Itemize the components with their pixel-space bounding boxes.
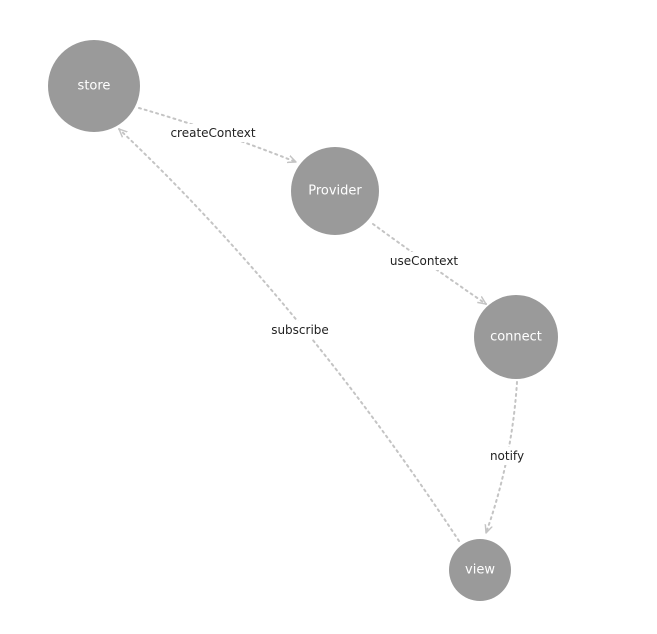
node-provider[interactable]: Provider — [291, 147, 379, 235]
edge-create-context — [138, 107, 297, 162]
edge-label-subscribe: subscribe — [271, 323, 329, 337]
node-provider-label: Provider — [308, 184, 362, 199]
node-store[interactable]: store — [48, 40, 140, 132]
create-context-label-bg — [166, 124, 260, 142]
node-view-label: view — [465, 563, 495, 578]
edge-subscribe — [118, 128, 460, 542]
node-store-circle[interactable] — [48, 40, 140, 132]
node-store-label: store — [78, 79, 111, 94]
edge-label-use-context: useContext — [390, 254, 459, 268]
node-view[interactable]: view — [449, 539, 511, 601]
edge-labels: createContext useContext notify subscrib… — [166, 124, 530, 465]
node-provider-circle[interactable] — [291, 147, 379, 235]
edge-label-notify: notify — [490, 449, 524, 463]
node-connect-label: connect — [490, 330, 542, 345]
node-view-circle[interactable] — [449, 539, 511, 601]
notify-label-bg — [484, 447, 530, 465]
node-connect[interactable]: connect — [474, 295, 558, 379]
subscribe-label-bg — [268, 321, 334, 339]
node-connect-circle[interactable] — [474, 295, 558, 379]
edge-label-create-context: createContext — [170, 126, 255, 140]
use-context-label-bg — [386, 252, 464, 270]
